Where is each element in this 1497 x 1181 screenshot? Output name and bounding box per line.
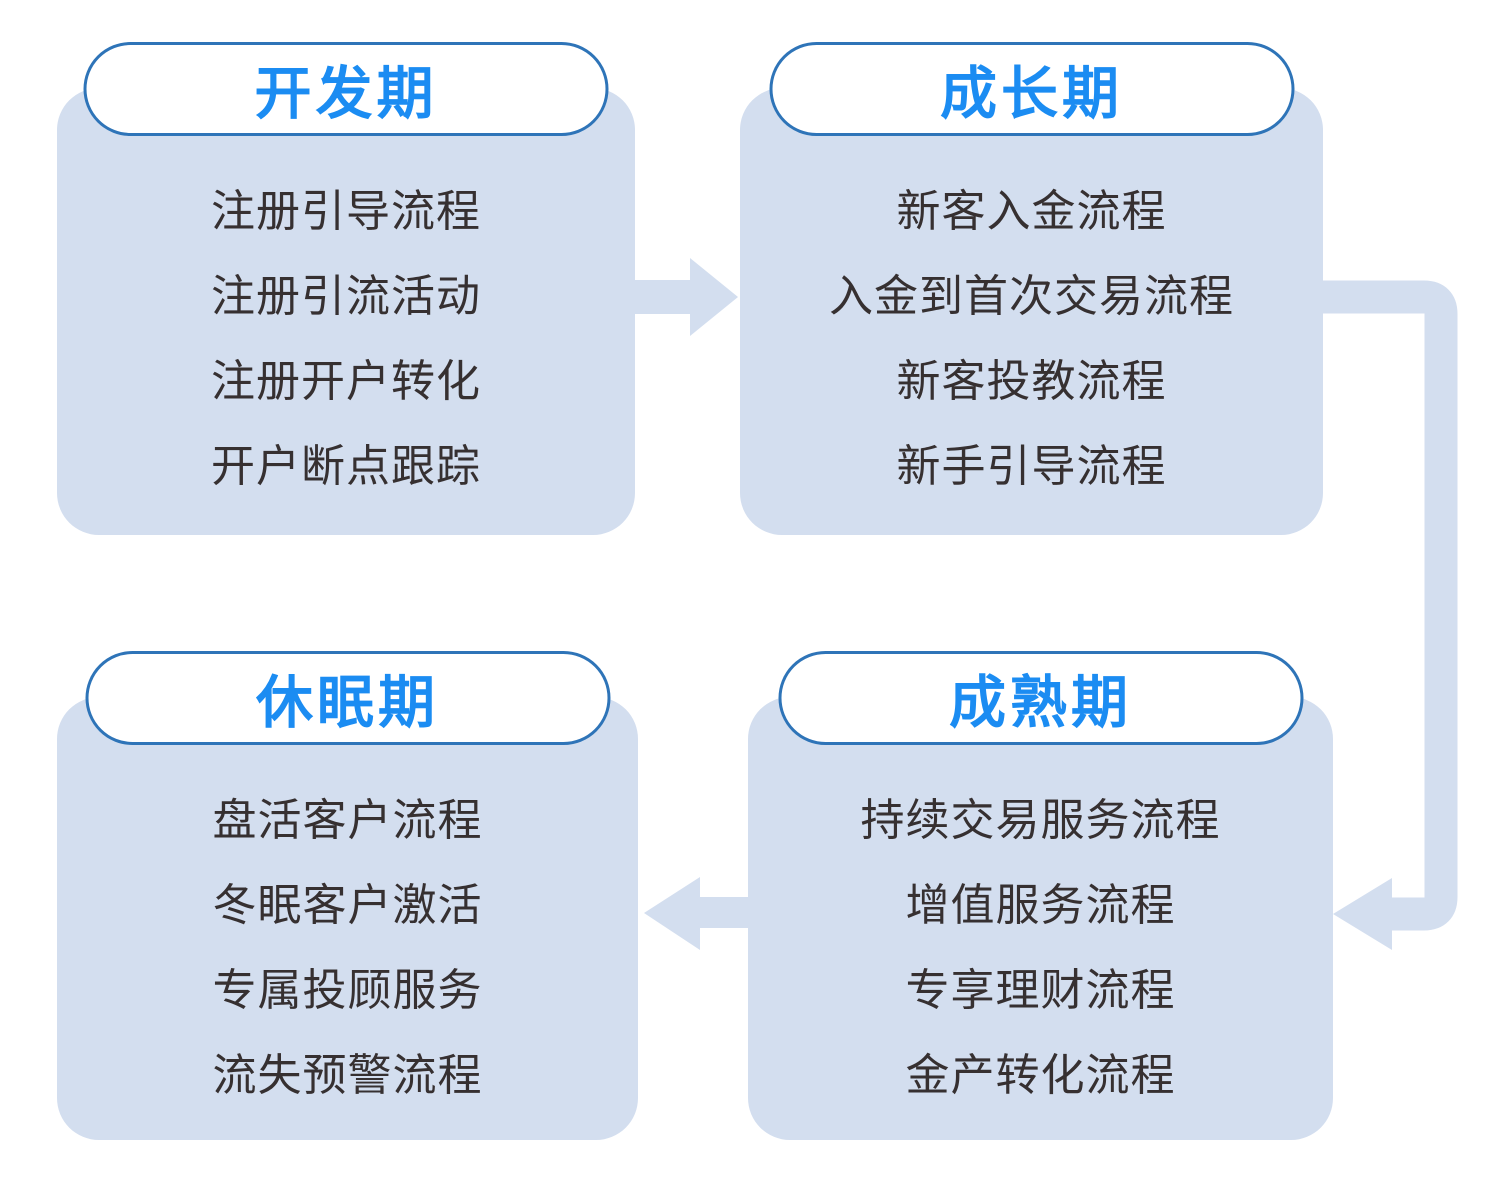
stage-card-dormant: 盘活客户流程 冬眠客户激活 专属投顾服务 流失预警流程 休眠期 bbox=[57, 651, 638, 1140]
arrow-left-icon bbox=[644, 877, 748, 950]
stage-item: 新客投教流程 bbox=[896, 356, 1167, 406]
stage-title-pill-mature: 成熟期 bbox=[778, 651, 1303, 745]
stage-body-growth: 新客入金流程 入金到首次交易流程 新客投教流程 新手引导流程 bbox=[740, 88, 1323, 535]
stage-card-development: 注册引导流程 注册引流活动 注册开户转化 开户断点跟踪 开发期 bbox=[57, 42, 635, 535]
stage-item: 开户断点跟踪 bbox=[211, 441, 481, 491]
stage-item: 注册引流活动 bbox=[211, 271, 481, 321]
stage-card-mature: 持续交易服务流程 增值服务流程 专享理财流程 金产转化流程 成熟期 bbox=[748, 651, 1333, 1140]
stage-item: 持续交易服务流程 bbox=[860, 795, 1221, 845]
stage-title: 开发期 bbox=[254, 62, 438, 126]
stage-body-dormant: 盘活客户流程 冬眠客户激活 专属投顾服务 流失预警流程 bbox=[57, 697, 638, 1140]
stage-item: 盘活客户流程 bbox=[212, 795, 483, 845]
stage-body-mature: 持续交易服务流程 增值服务流程 专享理财流程 金产转化流程 bbox=[748, 697, 1333, 1140]
stage-item: 冬眠客户激活 bbox=[212, 880, 483, 930]
stage-item: 增值服务流程 bbox=[905, 880, 1176, 930]
stage-item: 新手引导流程 bbox=[896, 441, 1167, 491]
stage-item: 新客入金流程 bbox=[896, 186, 1167, 236]
stage-item: 注册引导流程 bbox=[211, 186, 481, 236]
arrow-right-icon bbox=[635, 258, 738, 336]
stage-item: 金产转化流程 bbox=[905, 1050, 1176, 1100]
stage-title-pill-development: 开发期 bbox=[83, 42, 609, 136]
stage-title: 成长期 bbox=[940, 62, 1123, 126]
elbow-connector-icon bbox=[1323, 280, 1458, 950]
stage-body-development: 注册引导流程 注册引流活动 注册开户转化 开户断点跟踪 bbox=[57, 88, 635, 535]
stage-title: 休眠期 bbox=[256, 671, 439, 735]
stage-title: 成熟期 bbox=[949, 671, 1132, 735]
stage-card-growth: 新客入金流程 入金到首次交易流程 新客投教流程 新手引导流程 成长期 bbox=[740, 42, 1323, 535]
stage-item: 入金到首次交易流程 bbox=[829, 271, 1234, 321]
stage-title-pill-growth: 成长期 bbox=[769, 42, 1294, 136]
stage-title-pill-dormant: 休眠期 bbox=[85, 651, 610, 745]
stage-item: 专属投顾服务 bbox=[212, 965, 483, 1015]
stage-item: 流失预警流程 bbox=[212, 1050, 483, 1100]
stage-item: 专享理财流程 bbox=[905, 965, 1176, 1015]
stage-item: 注册开户转化 bbox=[211, 356, 481, 406]
